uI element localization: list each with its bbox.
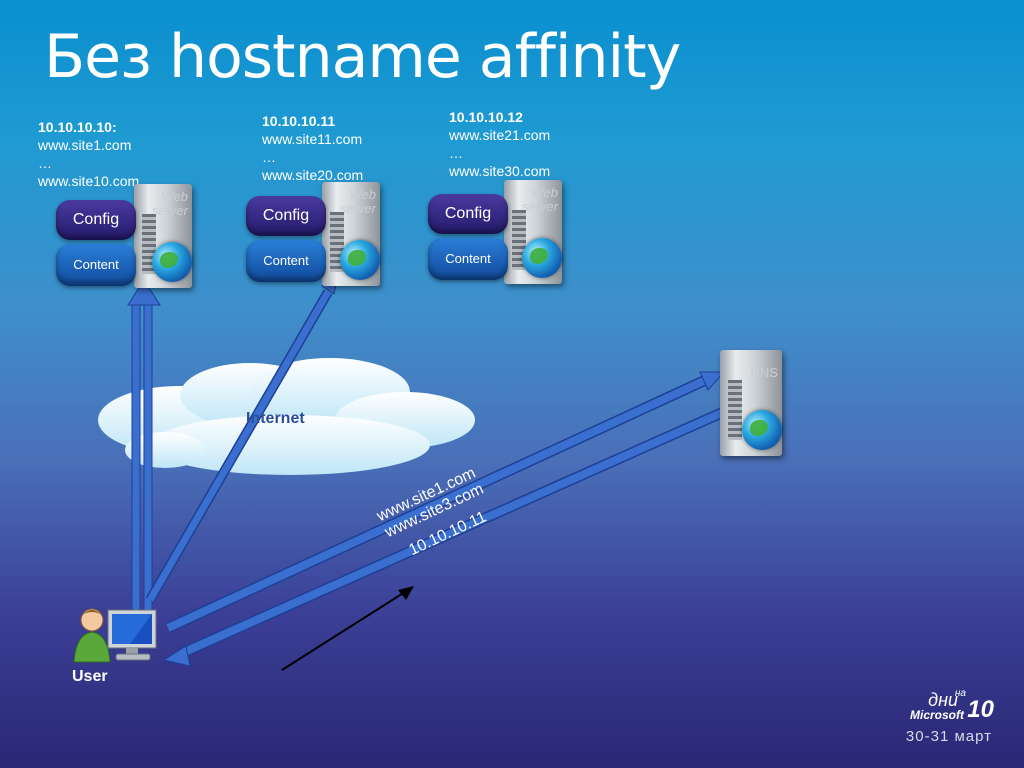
server-3-globe-icon xyxy=(522,238,562,278)
server-2-content: Content xyxy=(246,240,326,282)
server-1-content: Content xyxy=(56,244,136,286)
server-1-site-first: www.site1.com xyxy=(38,137,132,153)
user-computer-icon xyxy=(73,608,157,663)
server-3-site-first: www.site21.com xyxy=(449,127,551,143)
user-label: User xyxy=(72,668,108,685)
server-1-site-last: www.site10.com xyxy=(38,173,140,189)
logo-brand-text: Microsoft xyxy=(910,708,964,722)
slide-title: Без hostname affinity xyxy=(44,22,681,92)
server-3-config: Config xyxy=(428,194,508,234)
arrow-dns-query xyxy=(165,371,726,633)
server-1-label: 10.10.10.10: www.site1.com … www.site10.… xyxy=(38,118,139,190)
dns-server-tower: DNS xyxy=(720,350,782,456)
dns-globe-icon xyxy=(742,410,782,450)
logo-small-text: на xyxy=(954,688,966,699)
server-2-tower-label: Web server xyxy=(339,187,376,216)
pointer-arrow xyxy=(281,586,414,671)
server-3-ellipsis: … xyxy=(449,145,463,161)
internet-label: Internet xyxy=(246,410,305,427)
server-2-ip: 10.10.10.11 xyxy=(262,113,336,129)
internet-cloud xyxy=(98,358,475,475)
dns-server-slots xyxy=(728,380,742,440)
server-3-label: 10.10.10.12 www.site21.com … www.site30.… xyxy=(449,108,550,180)
microsoft-days-logo: дни на Microsoft 10 xyxy=(894,688,994,728)
server-2-site-last: www.site20.com xyxy=(262,167,364,183)
server-3-site-last: www.site30.com xyxy=(449,163,551,179)
server-3-tower-label: Web server xyxy=(521,185,558,214)
server-3-content: Content xyxy=(428,238,508,280)
event-date: 30-31 март xyxy=(905,728,992,745)
server-2-label: 10.10.10.11 www.site11.com … www.site20.… xyxy=(262,112,363,184)
arrow-dns-answer xyxy=(162,404,731,667)
server-2-site-first: www.site11.com xyxy=(262,131,363,147)
server-3-ip: 10.10.10.12 xyxy=(449,109,523,125)
logo-top-text: дни xyxy=(928,690,958,710)
server-2-config: Config xyxy=(246,196,326,236)
server-2-ellipsis: … xyxy=(262,149,276,165)
dns-server-label: DNS xyxy=(750,365,778,380)
server-1-globe-icon xyxy=(152,242,192,282)
server-1-config: Config xyxy=(56,200,136,240)
server-2-globe-icon xyxy=(340,240,380,280)
server-1-tower-label: Web server xyxy=(151,189,188,218)
server-1-ellipsis: … xyxy=(38,155,52,171)
server-1-ip: 10.10.10.10: xyxy=(38,119,117,135)
logo-number-text: 10 xyxy=(967,696,994,723)
